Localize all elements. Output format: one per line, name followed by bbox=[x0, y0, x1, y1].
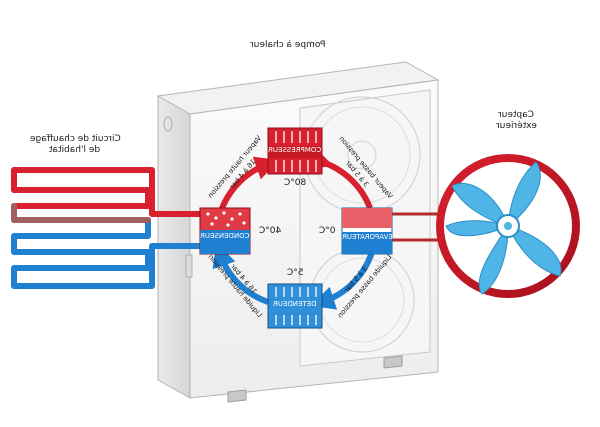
compressor-text: COMPRESSEUR bbox=[268, 146, 322, 154]
expander-text: DÉTENDEUR bbox=[273, 300, 317, 308]
diagram-title: Pompe à chaleur bbox=[228, 40, 348, 51]
refrigerant-cycle bbox=[212, 146, 375, 310]
condenser-text: CONDENSEUR bbox=[200, 232, 250, 240]
evaporator-block bbox=[341, 207, 393, 255]
expander-label: DÉTENDEUR bbox=[268, 299, 322, 310]
heating-circuit-pipes bbox=[11, 167, 203, 289]
condenser-label: CONDENSEUR bbox=[200, 231, 250, 242]
condenser-block bbox=[199, 207, 251, 255]
fan-connection-pipes bbox=[392, 212, 438, 242]
condenser-temp: 40°C bbox=[250, 226, 290, 237]
expander-temp-text: 5°C bbox=[286, 268, 304, 278]
outdoor-sensor-line1: Capteur bbox=[498, 110, 534, 120]
heating-circuit-label: Circuit de chauffage de l'habitat bbox=[0, 134, 150, 156]
compressor-temp: 80°C bbox=[270, 178, 320, 189]
external-fan bbox=[436, 154, 580, 298]
outdoor-sensor-label: Capteur extérieur bbox=[476, 110, 556, 132]
heating-circuit-line1: Circuit de chauffage bbox=[29, 134, 121, 144]
expander-temp: 5°C bbox=[270, 268, 320, 279]
evaporator-temp: 0°C bbox=[310, 226, 344, 237]
compressor-label: COMPRESSEUR bbox=[268, 145, 322, 156]
condenser-temp-text: 40°C bbox=[258, 226, 282, 236]
heating-circuit-line2: de l'habitat bbox=[49, 145, 101, 155]
evaporator-text: EVAPORATEUR bbox=[342, 233, 393, 241]
compressor-block bbox=[267, 127, 323, 175]
outdoor-sensor-line2: extérieur bbox=[495, 121, 537, 131]
compressor-temp-text: 80°C bbox=[283, 178, 307, 188]
evaporator-temp-text: 0°C bbox=[318, 226, 336, 236]
title-text: Pompe à chaleur bbox=[250, 40, 326, 50]
evaporator-label: EVAPORATEUR bbox=[342, 232, 393, 243]
expander-block bbox=[267, 283, 323, 329]
